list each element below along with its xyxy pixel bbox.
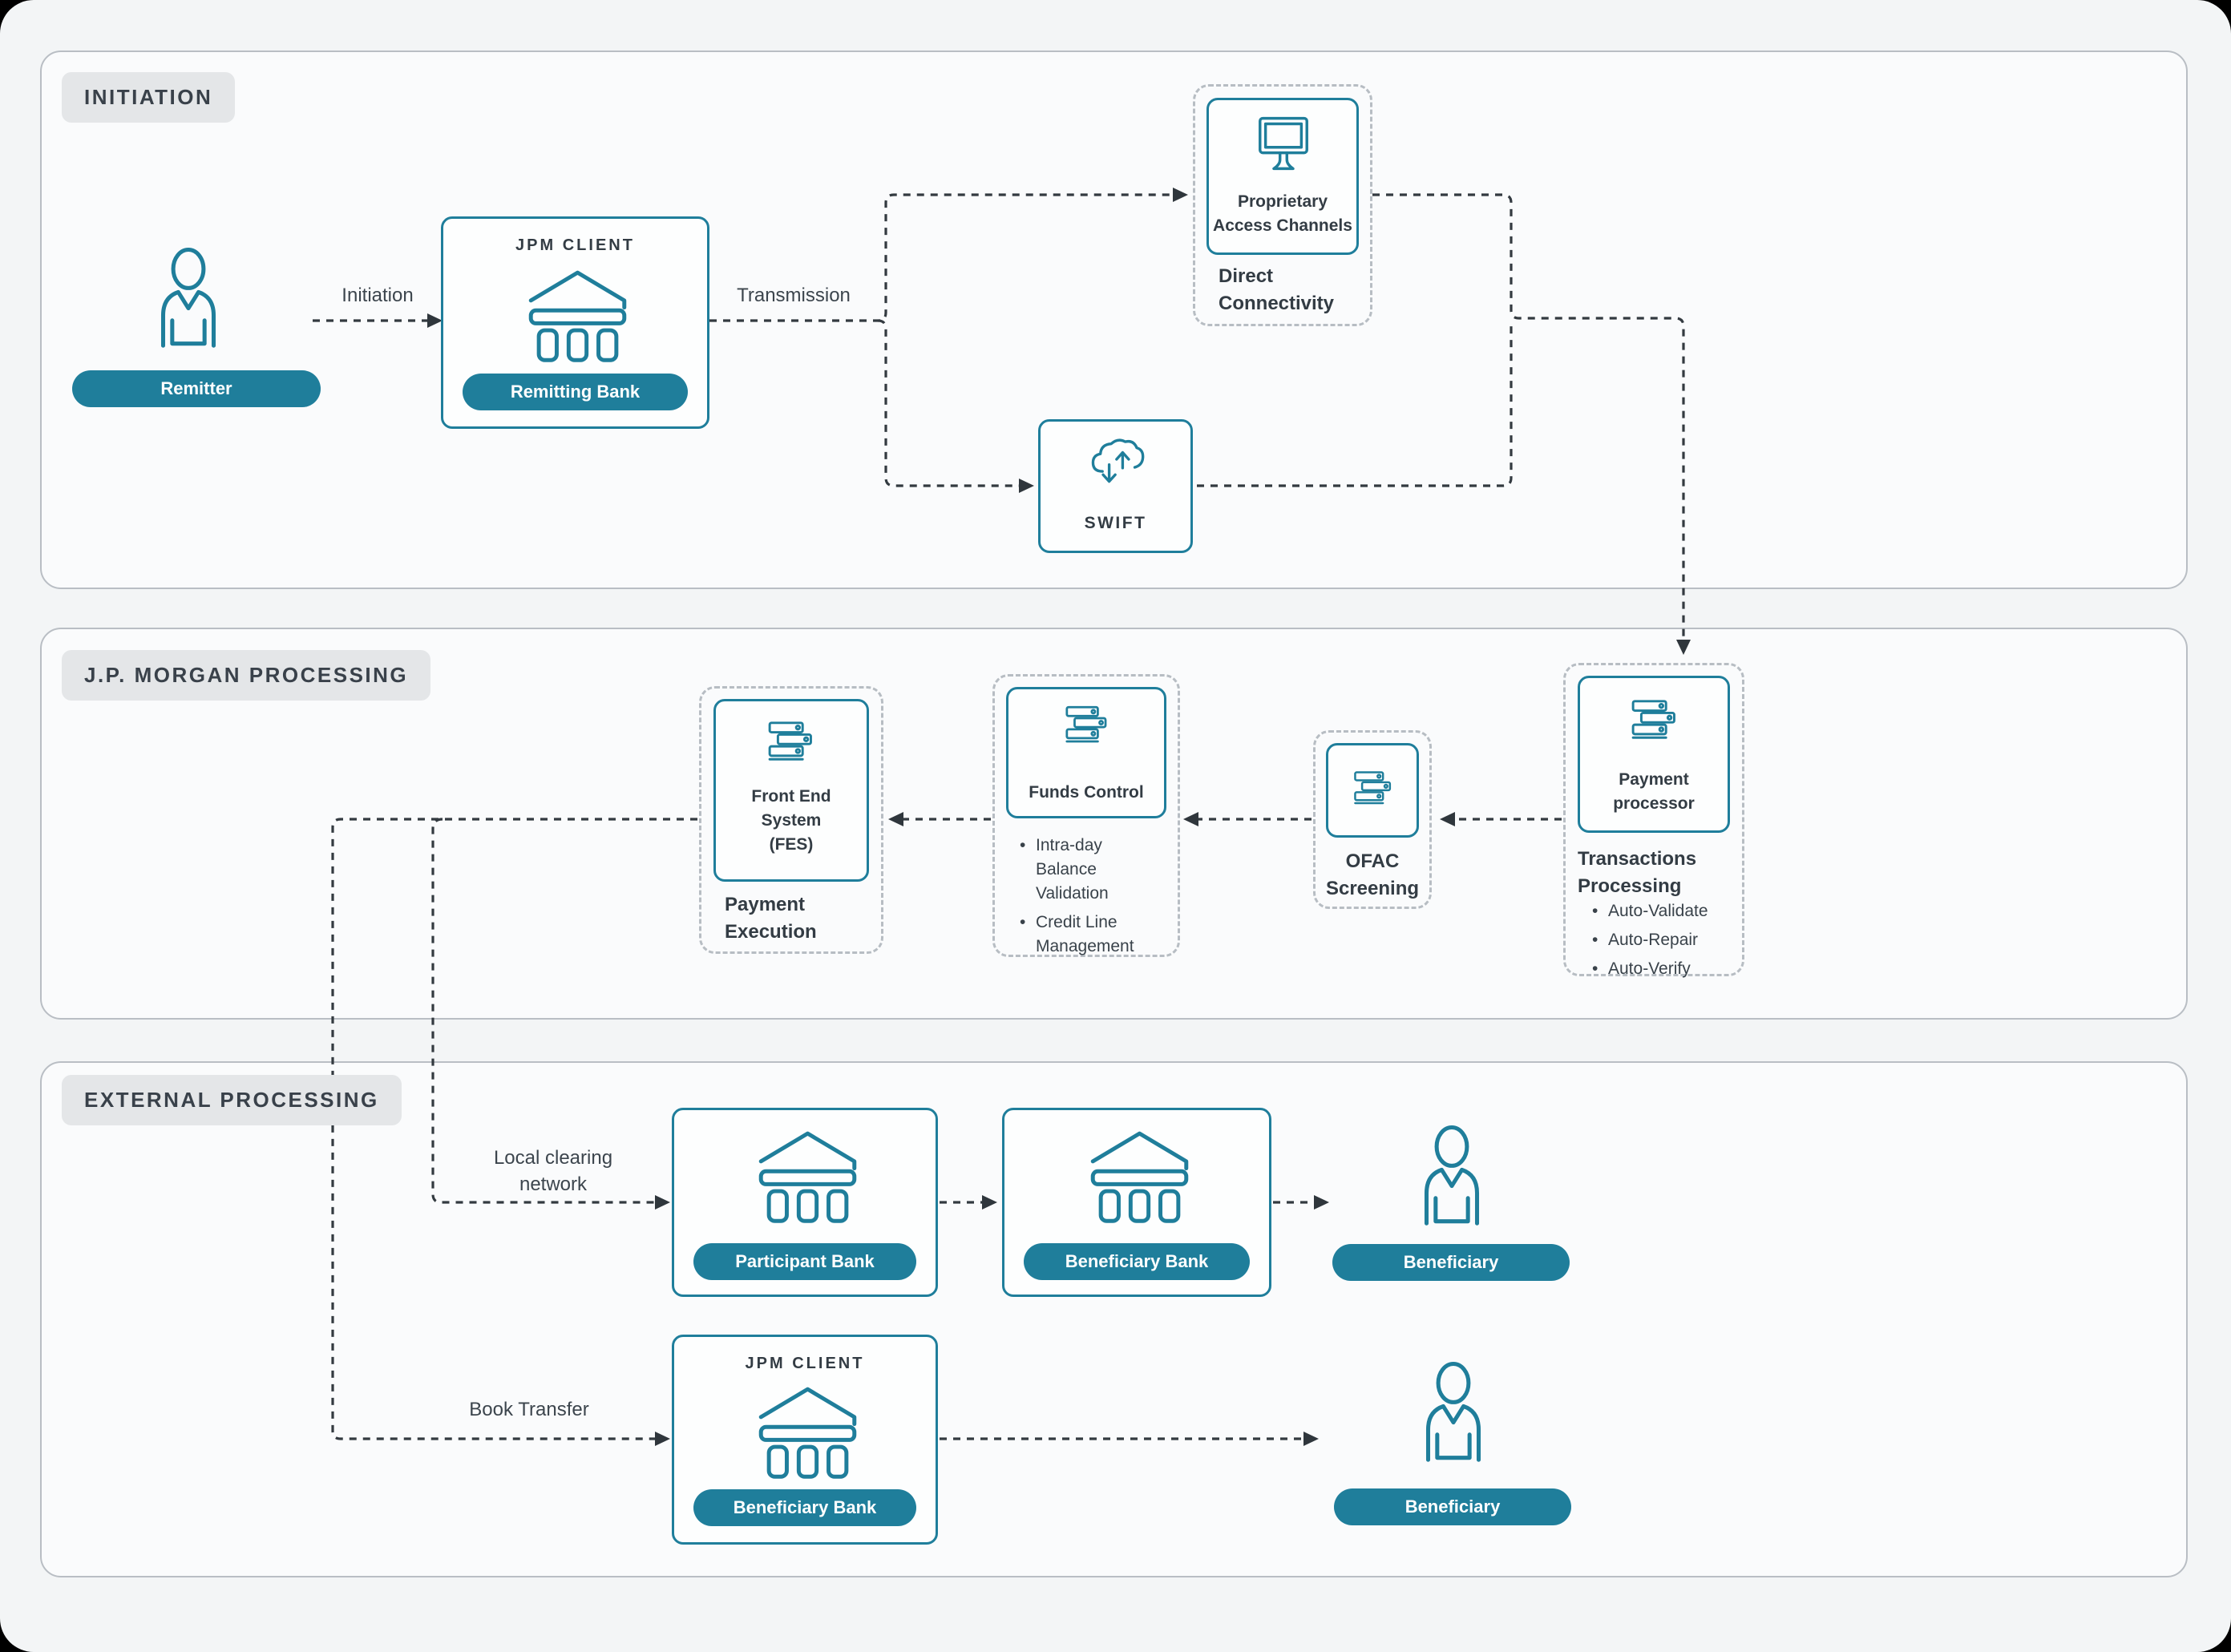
direct-line2: Connectivity — [1219, 293, 1335, 314]
jpm-beneficiary-bank-box: JPM CLIENT Beneficiary Bank — [672, 1335, 938, 1545]
remitter-pill: Remitter — [72, 370, 321, 407]
beneficiary-pill: Beneficiary — [1332, 1244, 1570, 1281]
transactions-bullets: Auto-Validate Auto-Repair Auto-Verify — [1589, 899, 1749, 986]
ofac-box — [1326, 743, 1419, 838]
participant-bank-pill: Participant Bank — [693, 1243, 916, 1280]
beneficiary-bank-pill: Beneficiary Bank — [1024, 1243, 1250, 1280]
beneficiary2-person-icon — [1403, 1352, 1504, 1472]
fes-label: Front End System (FES) — [716, 785, 867, 857]
local-clearing-line2: network — [519, 1173, 588, 1195]
transmission-arrow-label: Transmission — [737, 285, 851, 306]
payment-processor-box: Payment processor — [1578, 676, 1730, 833]
bullet-item: Auto-Validate — [1589, 899, 1749, 923]
beneficiary-person-icon — [1401, 1116, 1502, 1236]
remitting-bank-pill: Remitting Bank — [463, 374, 688, 410]
bullet-item: Auto-Repair — [1589, 928, 1749, 952]
funds-control-label: Funds Control — [1029, 783, 1144, 802]
bullet-item: Credit Line Management — [1016, 911, 1145, 959]
beneficiary-bank-box: Beneficiary Bank — [1002, 1108, 1271, 1297]
jpm-beneficiary-bank-pill: Beneficiary Bank — [693, 1489, 916, 1526]
direct-connectivity-label: Direct Connectivity — [1219, 263, 1334, 317]
funds-control-server-icon — [1059, 701, 1117, 750]
payment-execution-line2: Execution — [725, 921, 817, 943]
bank-icon — [1073, 1125, 1206, 1224]
proprietary-access-box: Proprietary Access Channels — [1206, 98, 1359, 255]
direct-connectivity-container — [1193, 84, 1372, 326]
bank-icon — [742, 1380, 874, 1480]
fes-box: Front End System (FES) — [713, 699, 869, 882]
ofac-server-icon — [1349, 766, 1399, 811]
cloud-transfer-icon — [1082, 430, 1150, 497]
swift-label: SWIFT — [1084, 514, 1147, 532]
funds-control-bullets: Intra-day Balance Validation Credit Line… — [1016, 834, 1145, 963]
bank-icon — [511, 264, 644, 363]
swift-box: SWIFT — [1038, 419, 1193, 553]
ofac-container — [1313, 730, 1432, 909]
local-clearing-line1: Local clearing — [493, 1147, 613, 1169]
bullet-item: Intra-day Balance Validation — [1016, 834, 1145, 906]
fes-line3: (FES) — [769, 835, 814, 854]
payment-execution-label: Payment Execution — [725, 891, 817, 946]
transactions-line1: Transactions — [1578, 848, 1697, 870]
jpm-client-tag: JPM CLIENT — [515, 236, 635, 254]
funds-control-box: Funds Control — [1006, 687, 1166, 818]
fes-line2: System — [761, 811, 822, 830]
proprietary-access-label: Proprietary Access Channels — [1209, 190, 1356, 238]
fes-server-icon — [762, 716, 822, 769]
book-transfer-label: Book Transfer — [469, 1399, 589, 1420]
remitter-person-icon — [138, 237, 239, 359]
direct-line1: Direct — [1219, 265, 1274, 287]
local-clearing-label: Local clearing network — [449, 1145, 657, 1198]
beneficiary2-pill: Beneficiary — [1334, 1488, 1571, 1525]
payment-processor-line1: Payment — [1619, 770, 1689, 789]
jpm-client-tag: JPM CLIENT — [745, 1355, 865, 1372]
chip-jpm-processing: J.P. MORGAN PROCESSING — [62, 650, 431, 701]
payment-processor-label: Payment processor — [1580, 768, 1728, 816]
bullet-item: Auto-Verify — [1589, 957, 1749, 981]
transactions-processing-label: Transactions Processing — [1578, 846, 1696, 900]
proprietary-line1: Proprietary — [1237, 192, 1328, 211]
ofac-line2: Screening — [1325, 878, 1420, 899]
ofac-label: OFAC Screening — [1313, 848, 1432, 903]
chip-initiation: INITIATION — [62, 72, 236, 123]
initiation-arrow-label: Initiation — [342, 285, 414, 306]
monitor-icon — [1248, 111, 1319, 180]
payment-processor-line2: processor — [1613, 794, 1695, 813]
ofac-line1: OFAC — [1345, 850, 1400, 872]
payment-processor-server-icon — [1625, 694, 1686, 747]
fes-line1: Front End — [751, 787, 831, 806]
transactions-line2: Processing — [1578, 875, 1682, 897]
proprietary-line2: Access Channels — [1213, 216, 1352, 235]
bank-icon — [742, 1125, 874, 1224]
payment-execution-container — [699, 686, 883, 954]
remitting-bank-box: JPM CLIENT Remitting Bank — [441, 216, 709, 429]
chip-external-processing: EXTERNAL PROCESSING — [62, 1075, 402, 1125]
payment-execution-line1: Payment — [725, 894, 806, 915]
participant-bank-box: Participant Bank — [672, 1108, 938, 1297]
